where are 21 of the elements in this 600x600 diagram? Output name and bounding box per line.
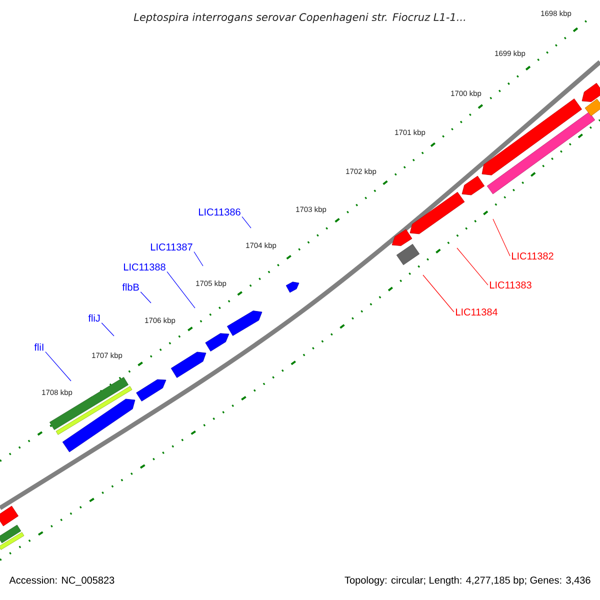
- footer-text: Topology: circular; Length: 4,277,185 bp; Genes: 3,436: [344, 576, 590, 586]
- title: Leptospira interrogans serovar Copenhageni str. Fiocruz L1-1...: [134, 12, 466, 24]
- leader-line: [242, 216, 252, 228]
- gene-label: LIC11384: [456, 308, 498, 316]
- leader-line: [140, 292, 152, 304]
- gene-label: LIC11388: [124, 263, 166, 271]
- gene-label: LIC11382: [512, 252, 554, 260]
- leader-line: [456, 248, 488, 286]
- gene-label: LIC11383: [490, 281, 532, 289]
- leader-line: [492, 218, 510, 256]
- gene-label: flbB: [122, 283, 139, 291]
- gene-label: LIC11386: [199, 208, 240, 216]
- leader-line: [166, 271, 196, 308]
- leader-line: [101, 322, 114, 336]
- leader-line: [422, 274, 454, 312]
- leader-line: [45, 352, 72, 382]
- gene-label: fliJ: [88, 314, 100, 322]
- footer-text: Accession: NC_005823: [9, 576, 114, 586]
- leader-line: [194, 251, 204, 266]
- gene-label: fliI: [34, 343, 44, 351]
- gene-label: LIC11387: [151, 243, 192, 251]
